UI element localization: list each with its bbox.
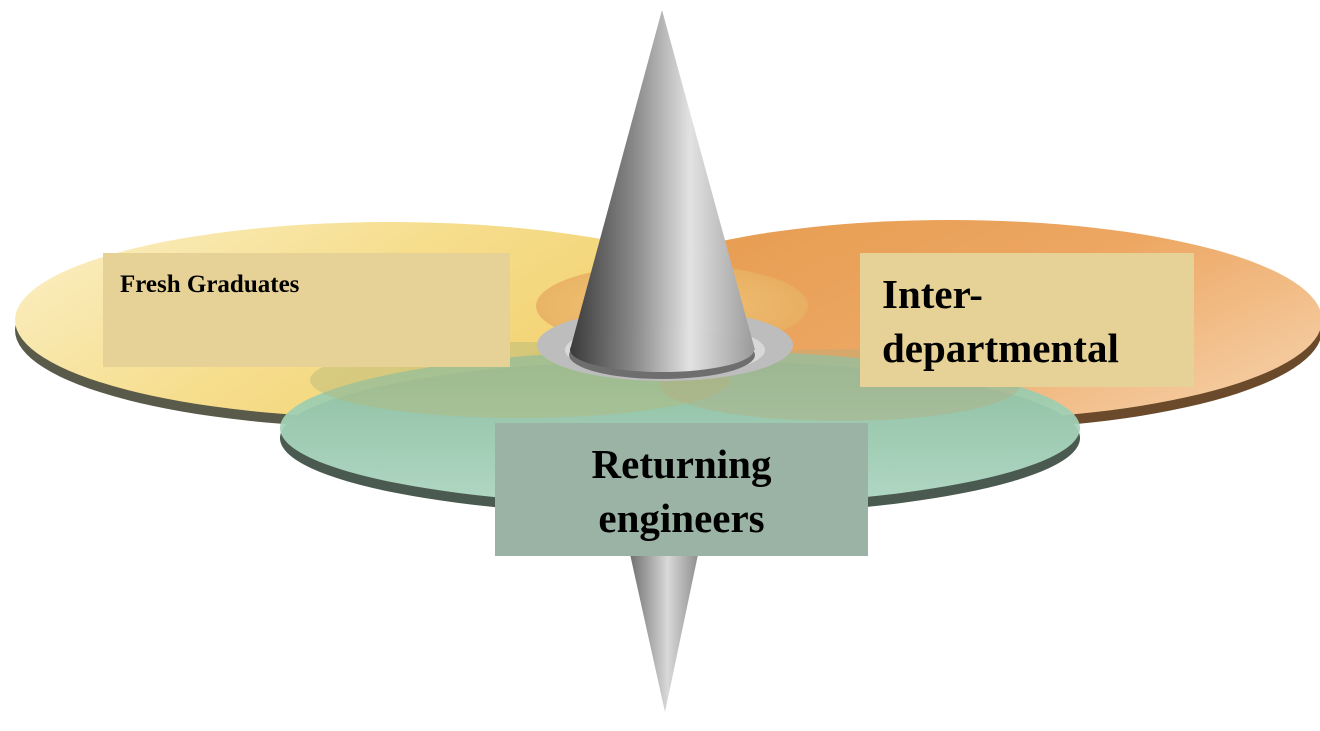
inter-departmental-text: Inter- departmental xyxy=(882,271,1119,371)
fresh-graduates-label: Fresh Graduates xyxy=(103,253,510,367)
returning-engineers-text: Returning engineers xyxy=(591,441,772,541)
inter-departmental-label: Inter- departmental xyxy=(860,253,1194,387)
returning-engineers-label: Returning engineers xyxy=(495,423,868,556)
fresh-graduates-text: Fresh Graduates xyxy=(120,271,300,298)
lower-cone xyxy=(628,545,700,712)
upper-cone xyxy=(569,10,755,379)
